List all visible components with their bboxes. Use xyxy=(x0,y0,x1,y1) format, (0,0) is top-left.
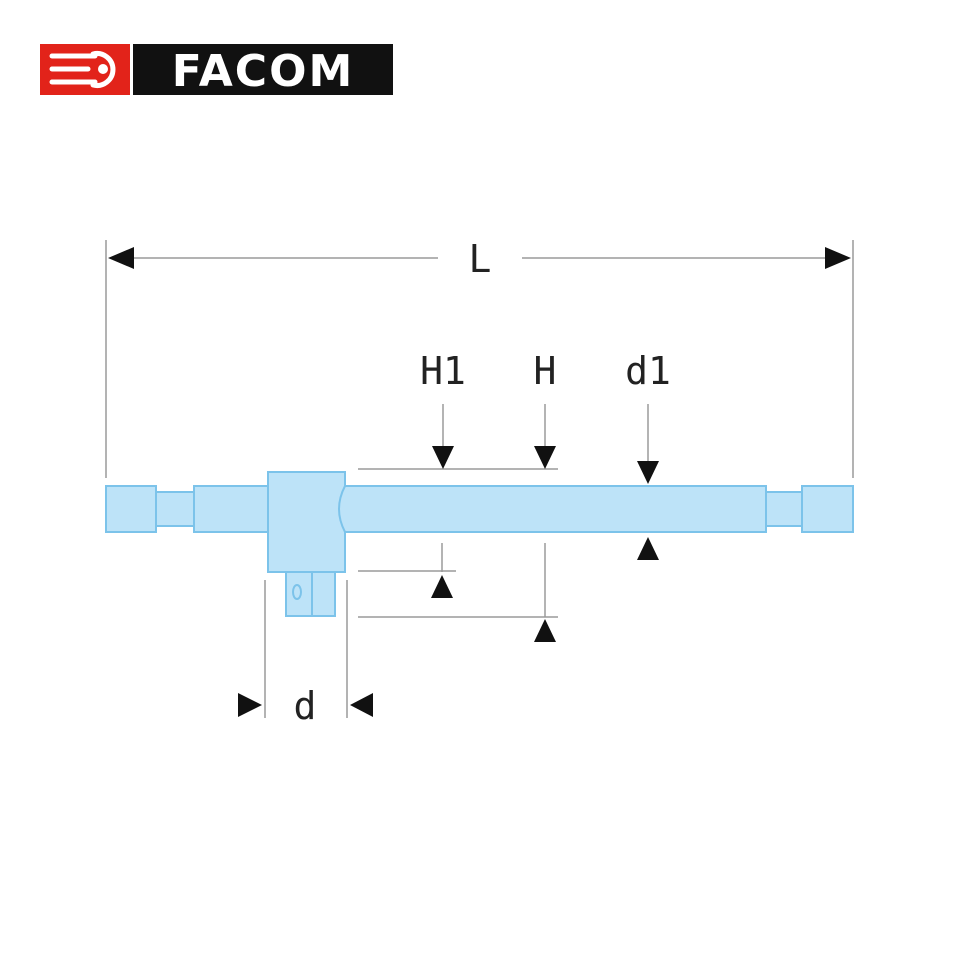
arrow-H1-up xyxy=(431,575,453,598)
arrow-L-left xyxy=(108,247,134,269)
label-d: d xyxy=(294,684,317,728)
logo-black-box xyxy=(133,44,393,95)
label-L: L xyxy=(469,237,492,281)
left-bar-segment xyxy=(193,485,275,533)
arrow-d1-up xyxy=(637,537,659,560)
label-H: H xyxy=(534,349,557,393)
logo-wrench-icon xyxy=(49,51,116,88)
detent-ball xyxy=(292,584,302,600)
label-d1: d1 xyxy=(625,349,671,393)
arrow-d-left xyxy=(350,693,373,717)
arrow-L-right xyxy=(825,247,851,269)
left-neck xyxy=(155,491,195,527)
dimension-arrows xyxy=(108,247,851,717)
arrow-H1-down xyxy=(432,446,454,469)
arrow-d1-down xyxy=(637,461,659,484)
left-end-cap xyxy=(105,485,157,533)
extension-lines xyxy=(105,240,854,718)
logo-text: FACOM xyxy=(172,46,355,97)
right-neck xyxy=(765,491,803,527)
tbar-body xyxy=(105,471,854,617)
main-bar xyxy=(338,485,767,533)
arrow-H-down xyxy=(534,446,556,469)
facom-logo: FACOM xyxy=(40,44,393,97)
sliding-head xyxy=(267,471,346,573)
label-H1: H1 xyxy=(420,349,466,393)
arrow-d-right xyxy=(238,693,262,717)
right-end-cap xyxy=(801,485,854,533)
arrow-H-up xyxy=(534,619,556,642)
